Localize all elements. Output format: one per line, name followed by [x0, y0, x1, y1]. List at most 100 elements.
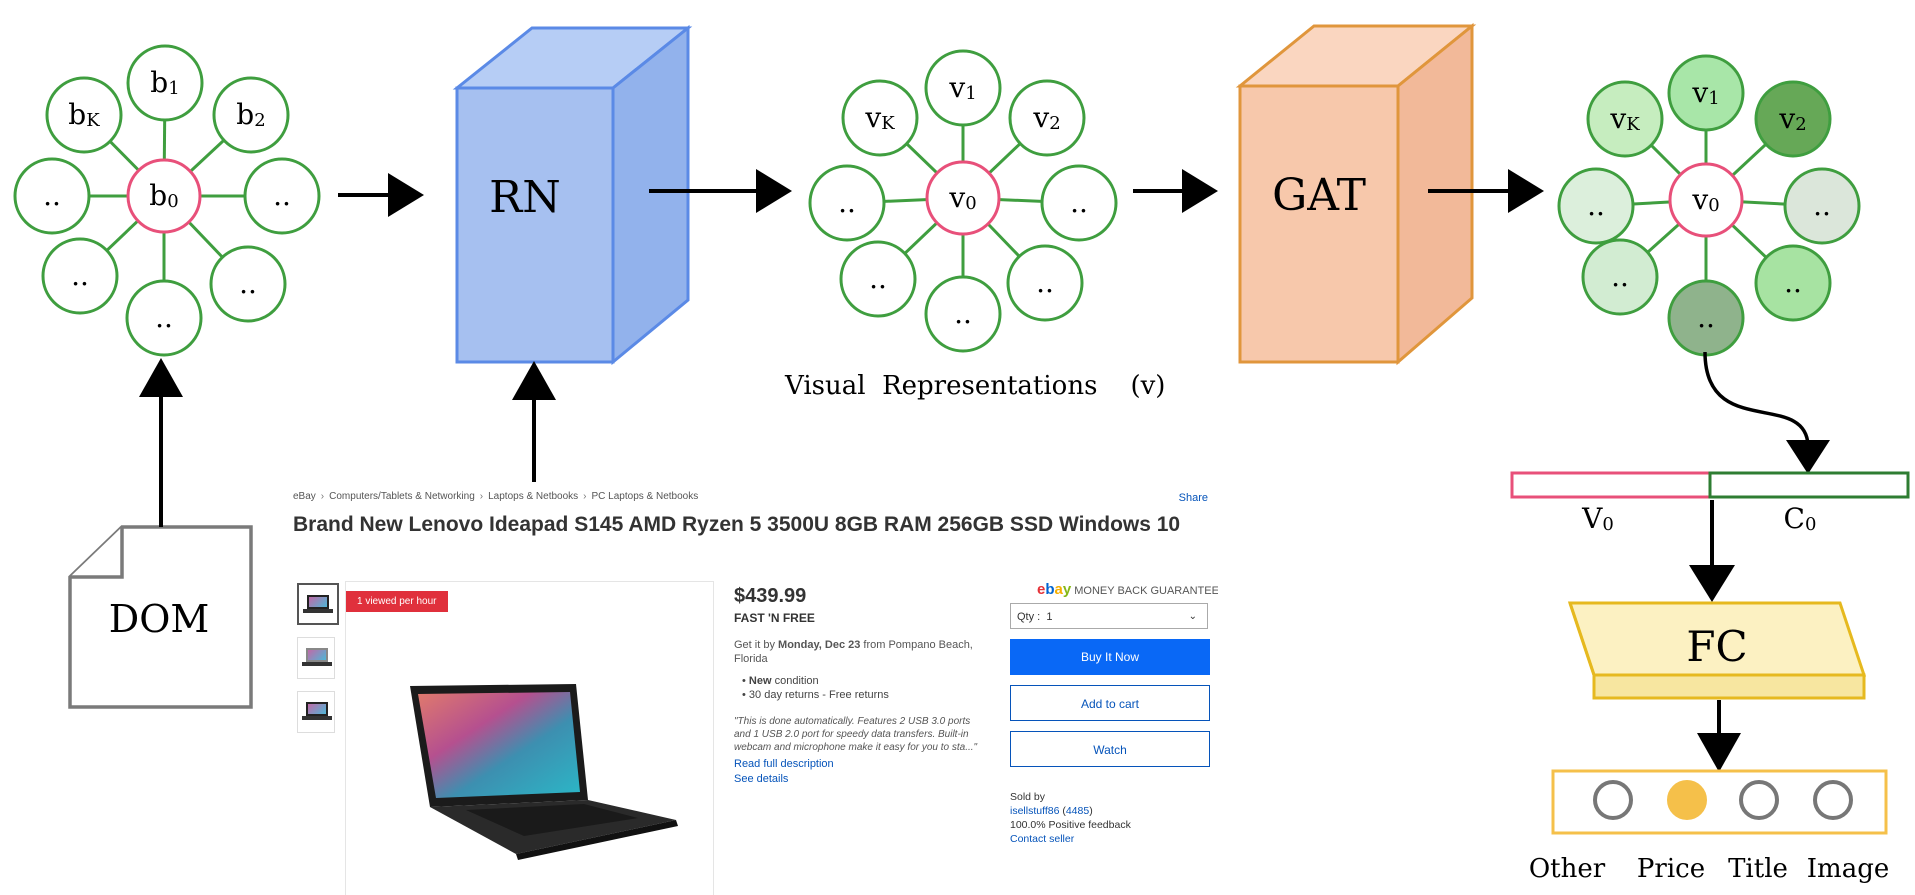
laptop-image: [410, 684, 678, 860]
visual-representations-caption: Visual Representations (v): [784, 371, 1165, 401]
graph-node-label: ..: [1587, 189, 1605, 222]
watch-button[interactable]: Watch: [1010, 731, 1210, 767]
listing-title: Brand New Lenovo Ideapad S145 AMD Ryzen …: [293, 513, 1181, 536]
class-label: Price: [1637, 854, 1705, 884]
dom-label: DOM: [109, 597, 210, 641]
graph-node-label: ..: [1697, 301, 1715, 334]
class-indicator: [1813, 780, 1853, 820]
graph-node: [1040, 164, 1118, 242]
graph-node: [1006, 244, 1084, 322]
graph-node: [924, 49, 1002, 127]
graph-node-label: bK: [68, 98, 100, 131]
graph-node: [45, 76, 123, 154]
graph-node-label: ..: [71, 259, 89, 292]
graph-node: [1581, 238, 1659, 316]
graph-node: [243, 157, 321, 235]
breadcrumb-item[interactable]: Laptops & Netbooks: [488, 491, 579, 502]
graph-node-label: ..: [1070, 186, 1088, 219]
graph-node-label: vK: [1609, 102, 1640, 135]
graph-node-label: b1: [150, 66, 179, 99]
quantity-select[interactable]: Qty : 1⌄: [1010, 603, 1208, 629]
shipping-label: FAST 'N FREE: [734, 611, 815, 625]
graph-node: [1586, 80, 1664, 158]
thumbnail-image[interactable]: [297, 583, 339, 625]
seller-score-link[interactable]: 4485: [1065, 805, 1090, 817]
graph-node-label: ..: [838, 186, 856, 219]
graph-node-label: vK: [864, 101, 895, 134]
graph-node: [839, 240, 917, 318]
v0-segment: [1510, 471, 1712, 499]
add-to-cart-button[interactable]: Add to cart: [1010, 685, 1210, 721]
graph-node-label: ..: [155, 301, 173, 334]
thumbnail-strip: [297, 583, 339, 745]
breadcrumb: eBay›Computers/Tablets & Networking›Lapt…: [293, 491, 699, 502]
class-label: Title: [1728, 854, 1788, 884]
arrow-node-to-concat: [1703, 351, 1810, 446]
class-indicator: [1593, 780, 1633, 820]
money-back-guarantee: ebay MONEY BACK GUARANTEE: [1037, 581, 1218, 598]
graph-node-label: ..: [273, 179, 291, 212]
ebay-listing-screenshot: eBay›Computers/Tablets & Networking›Lapt…: [292, 485, 1218, 895]
graph-node: [924, 275, 1002, 353]
graph-node: [126, 44, 204, 122]
product-image[interactable]: 1 viewed per hour: [345, 581, 714, 895]
graph-node-label: ..: [1813, 189, 1831, 222]
thumbnail-image[interactable]: [297, 637, 335, 679]
seller-name-link[interactable]: isellstuff86: [1010, 805, 1060, 817]
gat-label: GAT: [1272, 170, 1366, 221]
graph-center-node: [925, 160, 1001, 236]
dom-node-graph: b1 b2.......... bK b0: [13, 44, 321, 357]
dom-document-icon: DOM: [68, 525, 253, 709]
share-link[interactable]: Share: [1178, 492, 1208, 504]
buy-it-now-button[interactable]: Buy It Now: [1010, 639, 1210, 675]
concat-vector: V0 C0: [1510, 471, 1910, 535]
graph-node: [1783, 167, 1861, 245]
class-indicator: [1739, 780, 1779, 820]
read-description-link[interactable]: Read full description: [734, 758, 834, 770]
graph-node: [1008, 79, 1086, 157]
c0-segment: [1708, 471, 1910, 499]
thumbnail-image[interactable]: [297, 691, 335, 733]
graph-node-label: ..: [954, 297, 972, 330]
breadcrumb-item[interactable]: Computers/Tablets & Networking: [329, 491, 475, 502]
condition-bullets: • New condition • 30 day returns - Free …: [742, 675, 889, 701]
c0-label: C0: [1784, 502, 1817, 535]
see-details-link[interactable]: See details: [734, 773, 789, 785]
graph-node-label: v1: [948, 71, 976, 104]
graph-node-label: ..: [43, 179, 61, 212]
breadcrumb-item[interactable]: PC Laptops & Netbooks: [591, 491, 699, 502]
graph-node-label: v2: [1032, 101, 1060, 134]
delivery-estimate: Get it by Monday, Dec 23 from Pompano Be…: [734, 639, 973, 665]
graph-node: [41, 237, 119, 315]
graph-node: [808, 164, 886, 242]
rn-label: RN: [489, 172, 561, 223]
graph-node: [1557, 167, 1635, 245]
graph-node-label: ..: [1784, 266, 1802, 299]
graph-node: [212, 76, 290, 154]
graph-node-label: ..: [239, 267, 257, 300]
graph-node: [1754, 244, 1832, 322]
graph-node: [1667, 54, 1745, 132]
chevron-down-icon: ⌄: [1188, 611, 1197, 622]
class-label: Image: [1807, 854, 1889, 884]
graph-node-label: ..: [869, 262, 887, 295]
graph-center-label: b0: [149, 179, 178, 212]
contact-seller-link[interactable]: Contact seller: [1010, 833, 1075, 845]
gat-box: GAT: [1235, 22, 1477, 366]
graph-center-label: v0: [1691, 183, 1719, 216]
fc-label: FC: [1686, 622, 1747, 671]
graph-node-label: b2: [236, 98, 265, 131]
class-indicator: [1667, 780, 1707, 820]
breadcrumb-item[interactable]: eBay: [293, 491, 316, 502]
graph-center-label: v0: [948, 181, 976, 214]
graph-node: [209, 245, 287, 323]
flow-arrows: [139, 169, 1830, 772]
graph-center-node: [126, 158, 202, 234]
description-snippet: "This is done automatically. Features 2 …: [734, 716, 978, 753]
views-badge: 1 viewed per hour: [346, 591, 448, 612]
graph-node: [13, 157, 91, 235]
